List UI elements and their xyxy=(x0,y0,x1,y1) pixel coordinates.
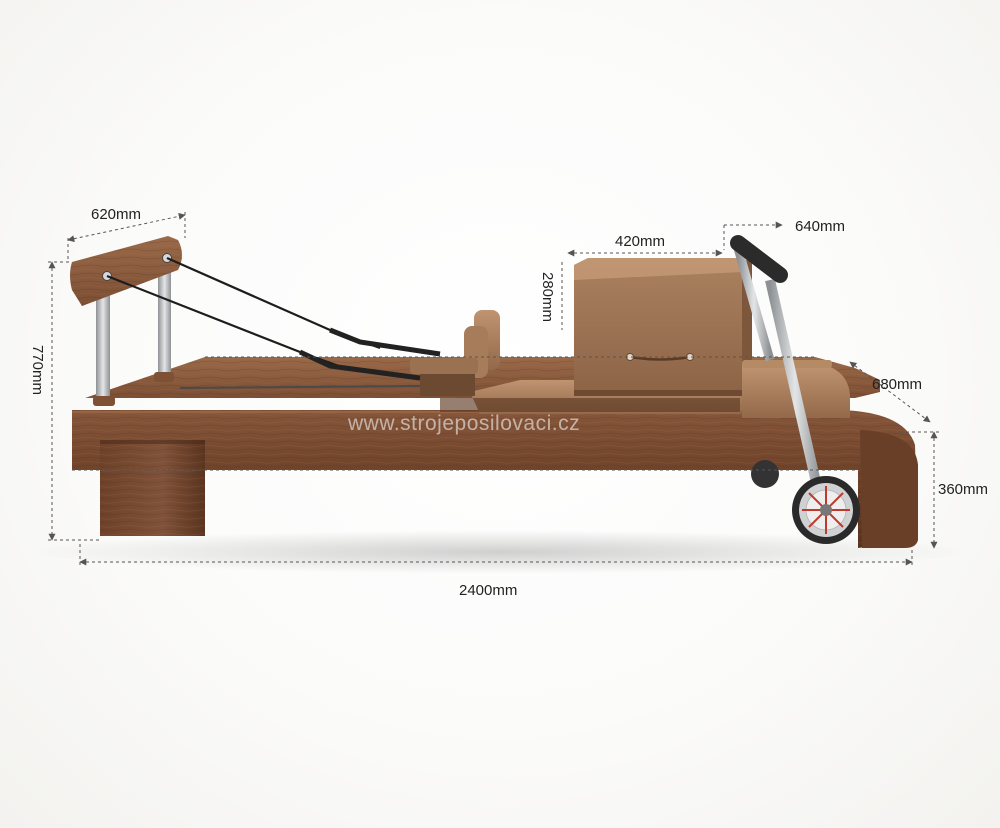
wheel-icon xyxy=(751,460,860,544)
dimension-lines xyxy=(48,212,940,568)
dim-label-box-width: 420mm xyxy=(615,233,666,250)
dim-label-total-height: 770mm xyxy=(29,345,46,396)
shoulder-rests xyxy=(410,310,500,396)
dim-label-depth: 680mm xyxy=(872,376,923,393)
watermark: www.strojeposilovaci.cz xyxy=(348,412,581,435)
head-board xyxy=(70,236,182,406)
dim-label-end-height: 360mm xyxy=(938,481,989,498)
dim-label-top-width: 620mm xyxy=(91,206,142,223)
dim-label-bar-width: 640mm xyxy=(795,218,846,235)
footbar xyxy=(730,235,825,502)
sitting-box xyxy=(574,258,752,396)
dim-label-length: 2400mm xyxy=(459,582,518,599)
dim-label-box-height: 280mm xyxy=(539,272,556,323)
